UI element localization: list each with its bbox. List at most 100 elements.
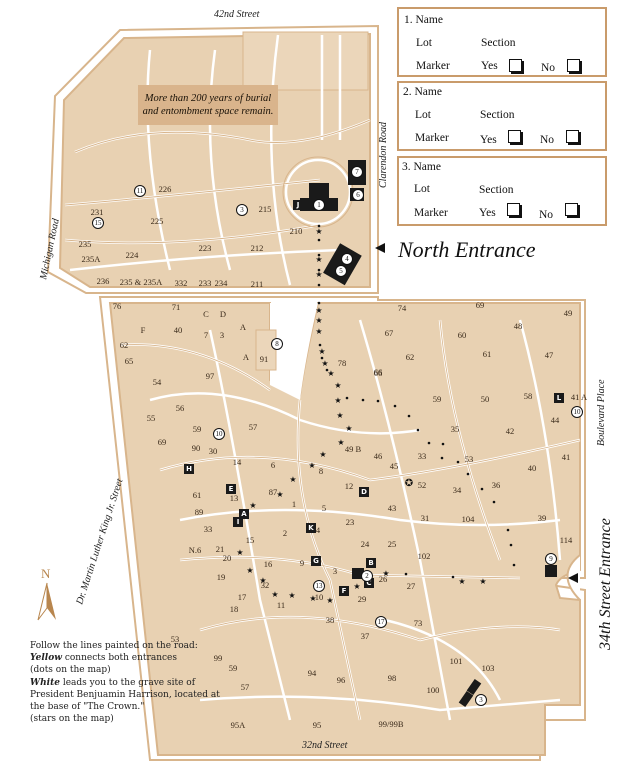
numbered-marker: 1 — [313, 199, 325, 211]
marker-no-checkbox[interactable] — [567, 59, 580, 72]
svg-text:★: ★ — [236, 548, 243, 557]
svg-text:3: 3 — [240, 206, 244, 214]
lot-label: 215 — [259, 204, 272, 214]
svg-text:11: 11 — [137, 187, 144, 195]
lot-label: 39 — [538, 513, 547, 523]
lot-label: 14 — [233, 457, 242, 467]
svg-text:★: ★ — [315, 227, 322, 236]
form-section-label: Section — [479, 184, 514, 196]
form-marker-label: Marker — [414, 207, 448, 219]
grave-form-1: 1. Name Lot Section Marker Yes No — [397, 7, 607, 77]
svg-text:★: ★ — [276, 490, 283, 499]
lot-label: 34 — [453, 485, 462, 495]
svg-text:★: ★ — [315, 270, 322, 279]
lot-label: 211 — [251, 279, 263, 289]
lot-label: 73 — [414, 618, 423, 628]
lot-label: 9 — [300, 558, 304, 568]
legend-yellow-note: (dots on the map) — [30, 665, 111, 676]
svg-text:A: A — [241, 510, 247, 518]
form-no-label: No — [540, 134, 555, 146]
svg-text:5: 5 — [339, 267, 343, 275]
form-no-label: No — [541, 62, 556, 74]
form-no-label: No — [539, 209, 554, 221]
lot-label: 224 — [126, 250, 140, 260]
svg-text:★: ★ — [327, 369, 334, 378]
north-entrance-label: North Entrance — [397, 237, 536, 262]
svg-text:10: 10 — [216, 430, 224, 438]
lot-label: 226 — [159, 184, 172, 194]
numbered-marker: 10 — [571, 406, 583, 418]
lot-label: 21 — [216, 544, 225, 554]
lot-label: 53 — [171, 634, 180, 644]
lot-label: 5 — [322, 503, 326, 513]
lot-label: 45 — [390, 461, 399, 471]
svg-text:★: ★ — [315, 306, 322, 315]
letter-marker-a: A — [239, 509, 249, 519]
svg-text:★: ★ — [315, 255, 322, 264]
svg-text:6: 6 — [356, 191, 360, 199]
lot-label: A — [240, 322, 247, 332]
svg-text:★: ★ — [315, 327, 322, 336]
lot-label: 212 — [251, 243, 264, 253]
lot-label: 61 — [483, 349, 492, 359]
grave-form-2: 2. Name Lot Section Marker Yes No — [397, 81, 607, 151]
marker-yes-checkbox[interactable] — [507, 203, 520, 216]
lot-label: 98 — [388, 673, 397, 683]
svg-text:★: ★ — [334, 396, 341, 405]
lot-label: 18 — [230, 604, 239, 614]
grave-form-3: 3. Name Lot Section Marker Yes No — [397, 156, 607, 226]
svg-text:7: 7 — [355, 168, 359, 176]
lot-label: 42 — [506, 426, 515, 436]
svg-text:★: ★ — [249, 501, 256, 510]
lot-label: C — [203, 309, 209, 319]
lot-label: 74 — [398, 303, 407, 313]
marker-no-checkbox[interactable] — [566, 130, 579, 143]
svg-text:★: ★ — [326, 596, 333, 605]
lot-label: 50 — [481, 394, 490, 404]
legend-yellow: Yellow connects both entrances — [30, 652, 230, 664]
svg-text:C: C — [366, 579, 371, 587]
lot-label: 41 A — [571, 392, 588, 402]
marker-yes-checkbox[interactable] — [509, 59, 522, 72]
letter-marker-b: B — [366, 558, 376, 568]
lot-label: 4 — [316, 525, 321, 535]
form-name-label: 3. Name — [402, 161, 441, 173]
numbered-marker: 15 — [92, 217, 104, 229]
legend-white-note: (stars on the map) — [30, 714, 114, 725]
svg-text:★: ★ — [318, 347, 325, 356]
svg-text:H: H — [186, 465, 192, 473]
numbered-marker: 10 — [213, 428, 225, 440]
numbered-marker: 7 — [351, 166, 363, 178]
lot-label: 24 — [361, 539, 370, 549]
lot-label: 59 — [433, 394, 442, 404]
info-box-line-1: More than 200 years of burial — [144, 93, 272, 104]
numbered-marker: 11 — [134, 185, 146, 197]
marker-yes-checkbox[interactable] — [508, 130, 521, 143]
route-legend: Follow the lines painted on the road: Ye… — [30, 640, 230, 725]
street-mlk: Dr. Martin Luther King Jr. Street — [74, 477, 125, 607]
crown-star-icon: ✪ — [405, 478, 413, 489]
svg-text:F: F — [342, 587, 347, 595]
marker-no-checkbox[interactable] — [565, 203, 578, 216]
svg-text:J: J — [296, 201, 300, 209]
lot-label: 102 — [418, 551, 431, 561]
svg-text:★: ★ — [458, 577, 465, 586]
street-clarendon: Clarendon Road — [378, 121, 389, 188]
lot-label: 235 & 235A — [120, 277, 163, 287]
east-entrance-arrow-icon — [568, 573, 578, 583]
lot-label: 57 — [249, 422, 258, 432]
lot-label: 40 — [174, 325, 183, 335]
lot-label: 2 — [283, 528, 287, 538]
svg-text:★: ★ — [337, 438, 344, 447]
numbered-marker: 17 — [375, 616, 387, 628]
lot-label: 7 — [204, 330, 208, 340]
lot-label: 69 — [476, 300, 485, 310]
svg-text:★: ★ — [345, 424, 352, 433]
lot-label: 61 — [193, 490, 202, 500]
letter-marker-h: H — [184, 464, 194, 474]
svg-text:★: ★ — [271, 590, 278, 599]
lot-label: 53 — [465, 454, 474, 464]
letter-marker-f: F — [339, 586, 349, 596]
